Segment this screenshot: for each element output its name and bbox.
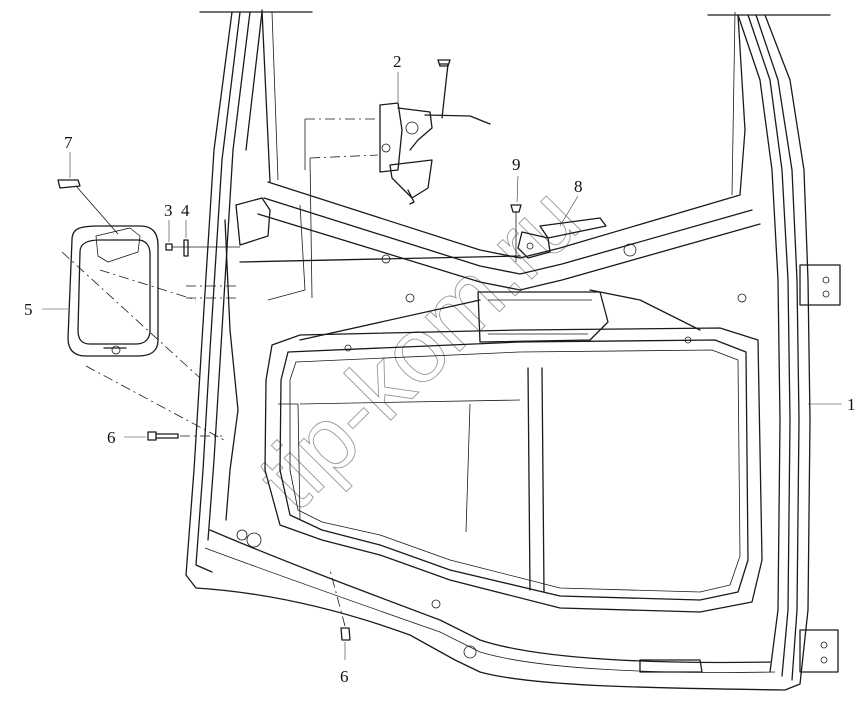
guide-line-c (85, 365, 225, 441)
leader-lines (42, 72, 842, 660)
regulator-channel-inner (488, 299, 592, 335)
trim-opening-flange (289, 349, 741, 593)
part-label-8: 8 (574, 177, 583, 196)
lower-sill-2 (204, 547, 776, 673)
bolt-6-left (147, 431, 222, 441)
lock-guide-drop-2 (309, 157, 313, 299)
lower-hinge (799, 629, 839, 673)
partition-left (527, 367, 531, 591)
clip-3 (165, 243, 240, 251)
cross-rail-1 (299, 299, 481, 341)
door-frame-line-2 (245, 11, 263, 151)
window-regulator-channel (477, 291, 609, 343)
door-frame-line-1 (207, 11, 251, 541)
bolt-6-bottom (329, 569, 351, 641)
door-right-line-3 (755, 14, 800, 681)
guide-line-a (61, 251, 201, 379)
drain-slot (639, 659, 703, 673)
partition-right (541, 367, 545, 593)
upper-hinge (799, 264, 841, 306)
reinforcement-plate (267, 204, 306, 301)
door-lock-mechanism (379, 59, 491, 205)
window-right-post (731, 11, 736, 196)
watermark: tip-kom.ru (238, 167, 600, 529)
inner-top-line (299, 399, 521, 405)
window-left-post (261, 9, 271, 183)
trim-opening-inner (279, 339, 749, 601)
door-outer-outline (185, 11, 811, 691)
mounting-holes (236, 243, 747, 659)
handle-cap (57, 179, 119, 235)
spacer-4 (183, 239, 189, 257)
door-panel (185, 9, 841, 691)
part-label-4: 4 (181, 201, 190, 220)
window-bottom-edge (267, 14, 746, 259)
door-right-line-2 (747, 14, 791, 677)
part-label-2: 2 (393, 52, 402, 71)
handle-escutcheon (67, 225, 159, 357)
part-label-6-left: 6 (107, 428, 116, 447)
door-outer-inner-line (195, 11, 241, 573)
part-label-5: 5 (24, 300, 33, 319)
control-rod (239, 255, 521, 263)
inner-left-well (278, 403, 301, 521)
lock-guide-line-2 (309, 154, 379, 159)
guide-line-b (99, 269, 197, 301)
part-label-7: 7 (64, 133, 73, 152)
window-sill-line-2 (257, 213, 761, 291)
window-left-post-inner (271, 11, 279, 181)
watermark-text: tip-kom.ru (238, 168, 599, 529)
inner-bracket (235, 197, 271, 246)
rod-clip (381, 254, 391, 264)
part-label-1: 1 (847, 395, 856, 414)
cross-rail-2 (589, 289, 701, 331)
part-label-6-bottom: 6 (340, 667, 349, 686)
screw-9 (510, 204, 522, 262)
inner-shadow-line (465, 403, 471, 533)
inner-release-handle (517, 217, 607, 259)
door-right-line-1 (737, 14, 781, 673)
trim-opening-outer (264, 327, 763, 613)
inner-panel-left-edge (224, 219, 239, 521)
lower-sill-1 (209, 529, 771, 664)
part-label-9: 9 (512, 155, 521, 174)
part-label-3: 3 (164, 201, 173, 220)
